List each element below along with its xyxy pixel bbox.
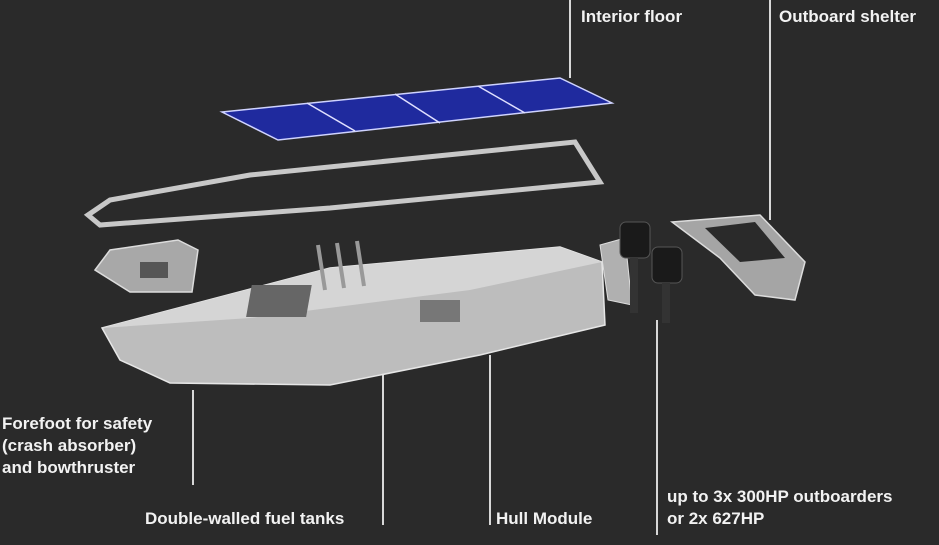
label-outboards-line2: or 2x 627HP [667, 509, 765, 528]
interior-floor-leader [569, 0, 571, 78]
interior-floor-panels [219, 77, 615, 141]
label-outboards: up to 3x 300HP outboarders or 2x 627HP [667, 486, 892, 530]
forefoot-leader [192, 390, 194, 485]
outboard-shelter-leader [769, 0, 771, 220]
outboard-shelter [669, 214, 806, 301]
label-forefoot: Forefoot for safety (crash absorber) and… [2, 413, 152, 479]
label-interior-floor: Interior floor [581, 7, 683, 26]
hull-module [100, 240, 606, 386]
label-forefoot-line3: and bowthruster [2, 458, 136, 477]
hull-module-leader [489, 355, 491, 525]
label-fuel-tanks: Double-walled fuel tanks [145, 509, 345, 528]
label-forefoot-line1: Forefoot for safety [2, 414, 153, 433]
fuel-tanks-leader [382, 375, 384, 525]
label-forefoot-line2: (crash absorber) [2, 436, 137, 455]
forefoot-module [93, 239, 199, 293]
label-outboard-shelter: Outboard shelter [779, 7, 916, 26]
deck-frame [83, 139, 605, 228]
outboard-engines [599, 221, 683, 323]
label-outboards-line1: up to 3x 300HP outboarders [667, 487, 893, 506]
outboards-leader [656, 320, 658, 535]
label-hull-module: Hull Module [496, 509, 593, 528]
